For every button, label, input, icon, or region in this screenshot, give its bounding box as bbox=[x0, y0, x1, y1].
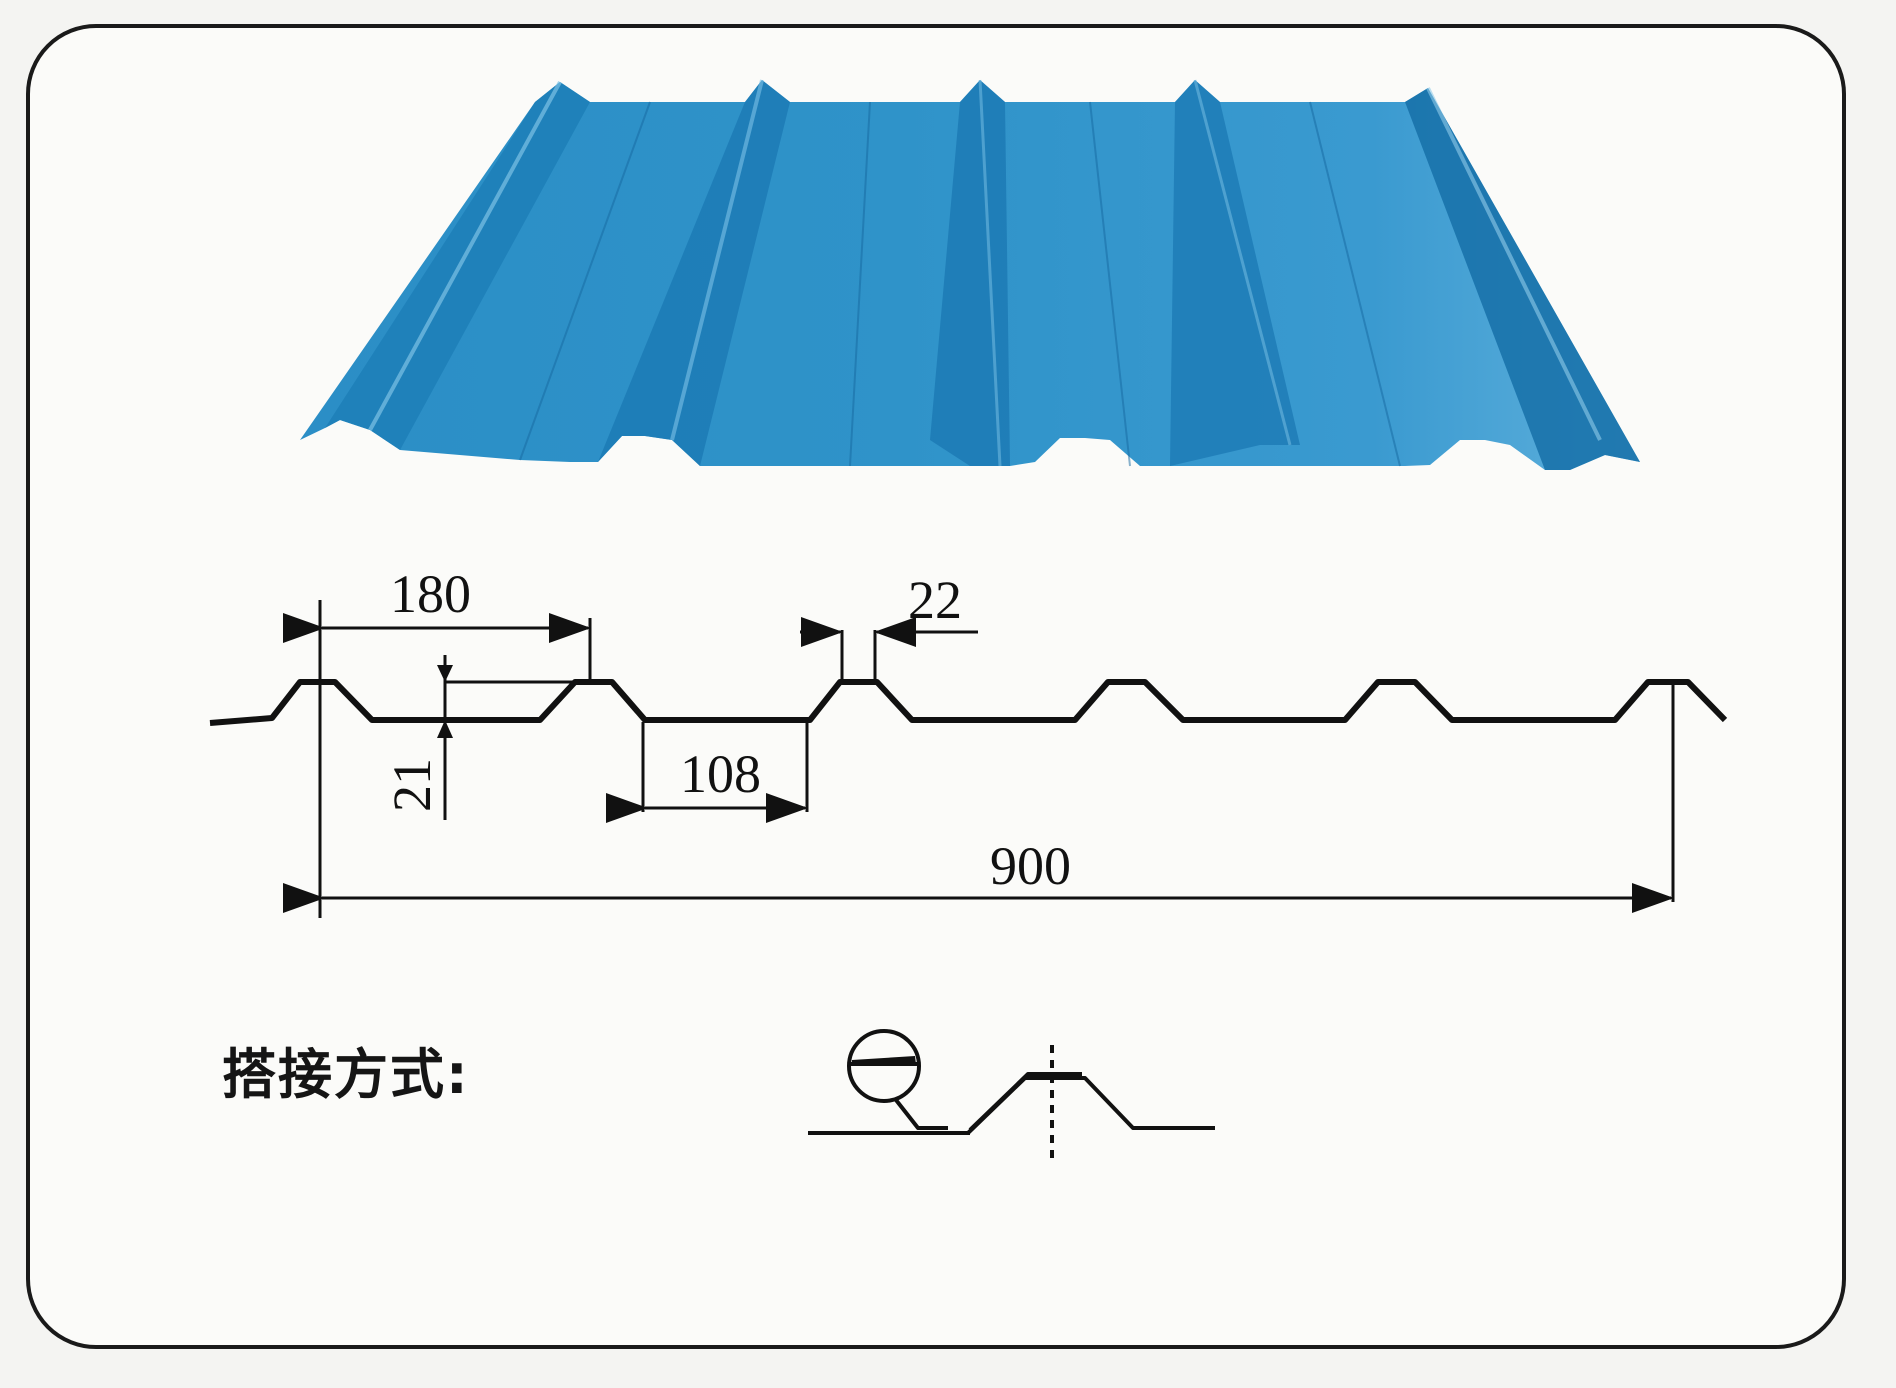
lap-joint-detail-icon bbox=[808, 1029, 1215, 1165]
roof-sheet-image bbox=[300, 79, 1640, 470]
lap-method-label: 搭接方式: bbox=[222, 1043, 470, 1106]
sheet-rib-2 bbox=[598, 80, 790, 466]
dim-label-900: 900 bbox=[990, 836, 1071, 896]
dim-label-22: 22 bbox=[908, 570, 962, 630]
dim-label-108: 108 bbox=[680, 744, 761, 804]
dim-label-180: 180 bbox=[390, 564, 471, 624]
sheet-rib-3 bbox=[930, 80, 1010, 466]
profile-section bbox=[209, 600, 1728, 918]
dim-label-21: 21 bbox=[382, 758, 442, 812]
sheet-rib-4 bbox=[1170, 80, 1300, 466]
profile-line bbox=[209, 679, 1728, 726]
